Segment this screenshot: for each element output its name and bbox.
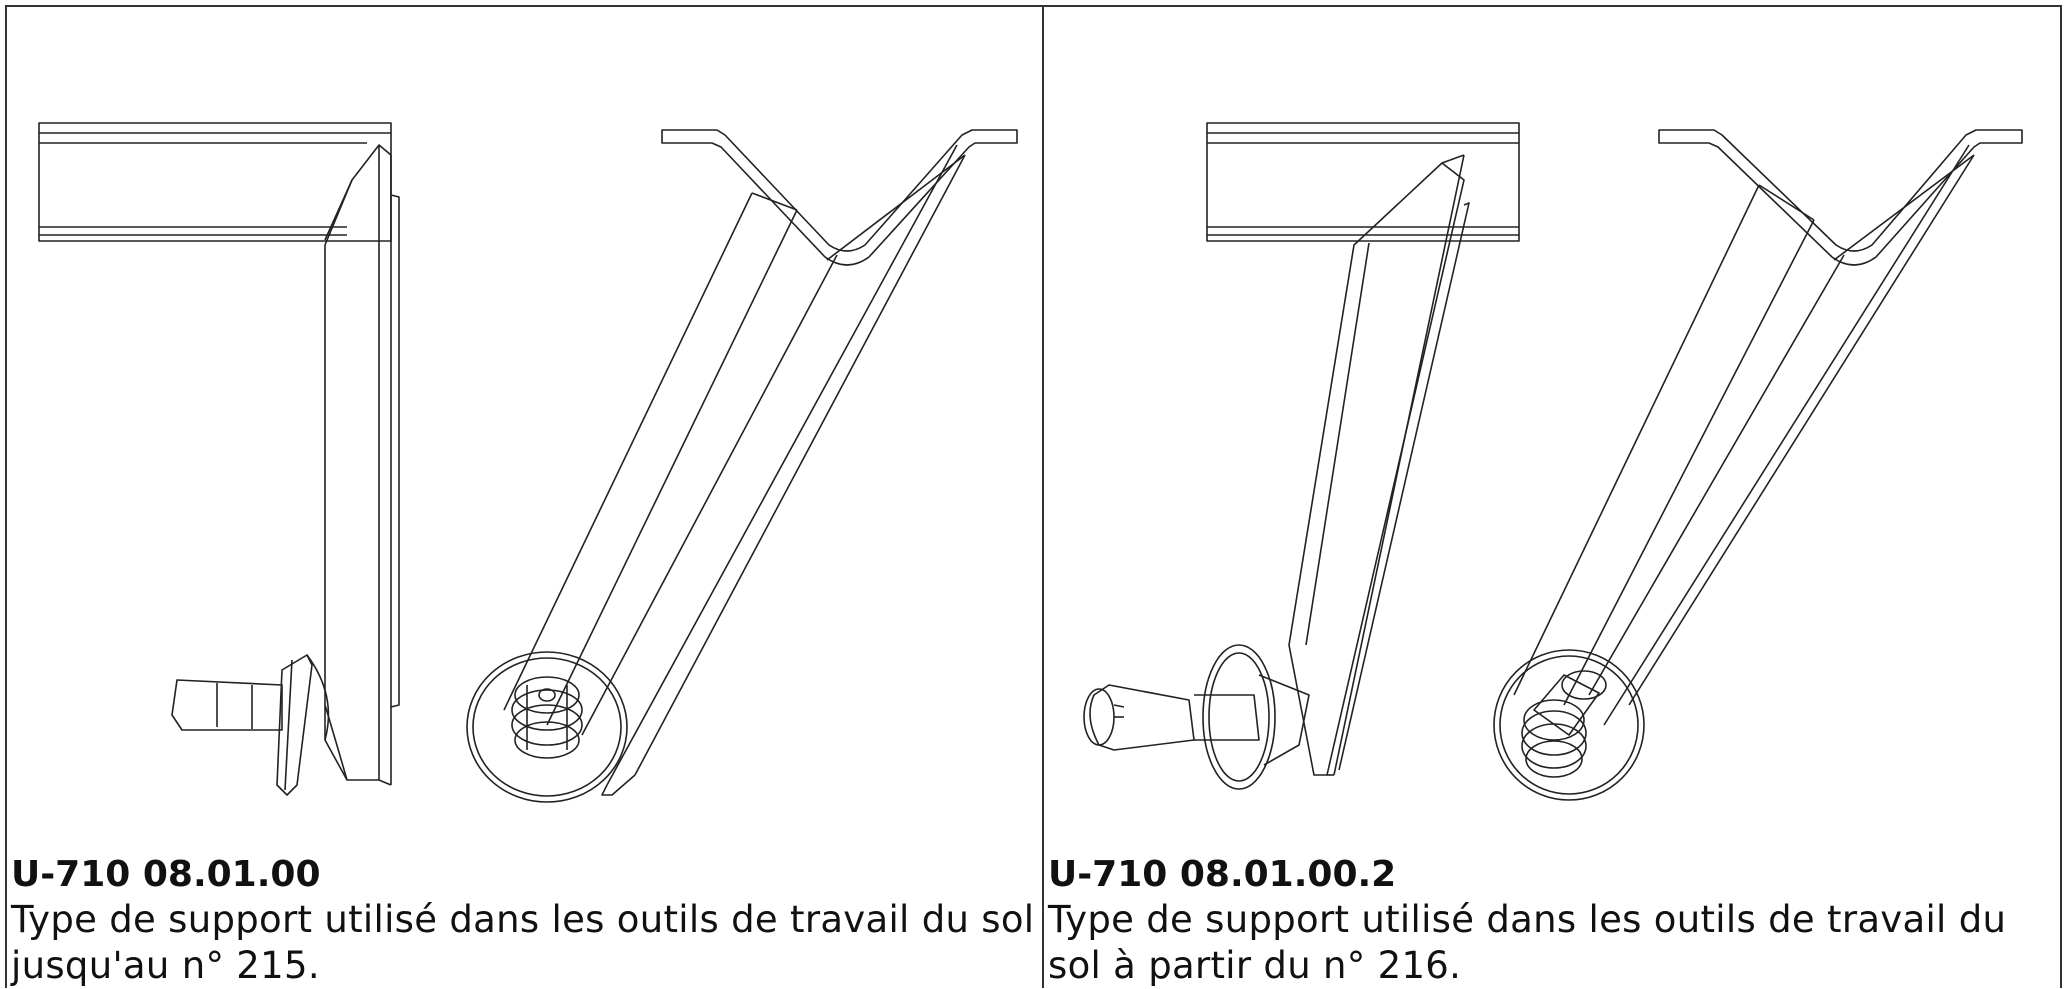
part-code: U-710 08.01.00.2 xyxy=(1048,854,1397,895)
v-bracket xyxy=(1658,129,2023,266)
part-code: U-710 08.01.00 xyxy=(11,854,321,895)
panel-support-old: U-710 08.01.00 Type de support utilisé d… xyxy=(7,5,1042,988)
disc-hub xyxy=(1493,649,1645,801)
part-description: Type de support utilisé dans les outils … xyxy=(1048,898,2007,987)
disc-hub xyxy=(466,651,628,803)
beam-profile xyxy=(38,122,392,242)
inclined-arm-right xyxy=(1513,144,1975,726)
drawing-support-old xyxy=(7,5,1042,850)
panel-support-new: U-710 08.01.00.2 Type de support utilisé… xyxy=(1044,5,2062,988)
caption-support-new: U-710 08.01.00.2 Type de support utilisé… xyxy=(1048,853,2058,989)
side-shaft xyxy=(171,654,330,796)
inclined-arm-left xyxy=(1288,154,1470,776)
inclined-arm xyxy=(503,144,966,796)
beam-profile xyxy=(1206,122,1520,242)
caption-support-old: U-710 08.01.00 Type de support utilisé d… xyxy=(11,853,1038,989)
sheet-frame xyxy=(5,5,2062,988)
panel-divider xyxy=(1042,5,1044,988)
v-bracket xyxy=(661,129,1018,266)
side-shaft xyxy=(1083,644,1310,790)
part-description: Type de support utilisé dans les outils … xyxy=(11,898,1035,987)
drawing-support-new xyxy=(1044,5,2062,850)
